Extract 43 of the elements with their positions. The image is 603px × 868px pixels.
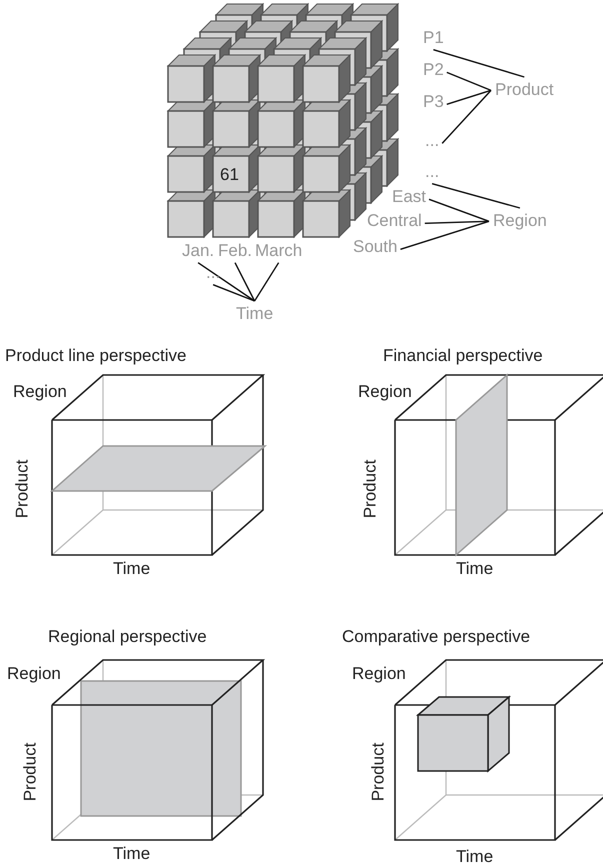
panel-title: Comparative perspective <box>342 628 530 647</box>
connector-line <box>442 90 492 144</box>
connector-line <box>198 262 255 302</box>
axis-label: Region <box>13 383 67 402</box>
axis-member-label: ... <box>425 132 440 151</box>
connector-line <box>400 220 490 250</box>
panel-title: Regional perspective <box>48 628 207 647</box>
axis-label: Region <box>7 665 61 684</box>
axis-member-label: Jan. <box>182 242 214 261</box>
axis-label: Product <box>362 460 380 518</box>
connector-line <box>446 90 492 106</box>
axis-member-label: South <box>353 238 398 257</box>
connector-line <box>424 220 490 224</box>
dimension-name: Time <box>236 305 274 324</box>
connector-line <box>446 72 492 91</box>
axis-member-label: Central <box>367 212 422 231</box>
panel-title: Financial perspective <box>383 347 543 366</box>
axis-member-label: P1 <box>423 29 444 48</box>
axis-member-label: East <box>392 188 426 207</box>
connector-line <box>433 49 524 78</box>
connector-line <box>212 284 255 302</box>
axis-label: Time <box>113 845 150 864</box>
axis-member-label: ... <box>425 163 440 182</box>
axis-member-label: March <box>255 242 302 261</box>
dimension-name: Region <box>493 212 547 231</box>
cell-value: 61 <box>220 166 239 185</box>
axis-member-label: P3 <box>423 93 444 112</box>
axis-label: Region <box>352 665 406 684</box>
axis-member-label: P2 <box>423 61 444 80</box>
connector-line <box>234 262 256 302</box>
connector-line <box>254 262 280 302</box>
connector-line <box>428 198 490 222</box>
panel-title: Product line perspective <box>5 347 186 366</box>
axis-label: Product <box>14 460 32 518</box>
axis-label: Time <box>113 560 150 579</box>
axis-label: Product <box>22 742 40 802</box>
axis-label: Time <box>456 560 494 579</box>
connector-line <box>432 183 520 209</box>
axis-member-label: Feb. <box>218 242 252 261</box>
axis-label: Product <box>370 742 388 802</box>
axis-label: Time <box>456 848 494 867</box>
axis-label: Region <box>358 383 412 402</box>
dimension-name: Product <box>495 81 554 100</box>
